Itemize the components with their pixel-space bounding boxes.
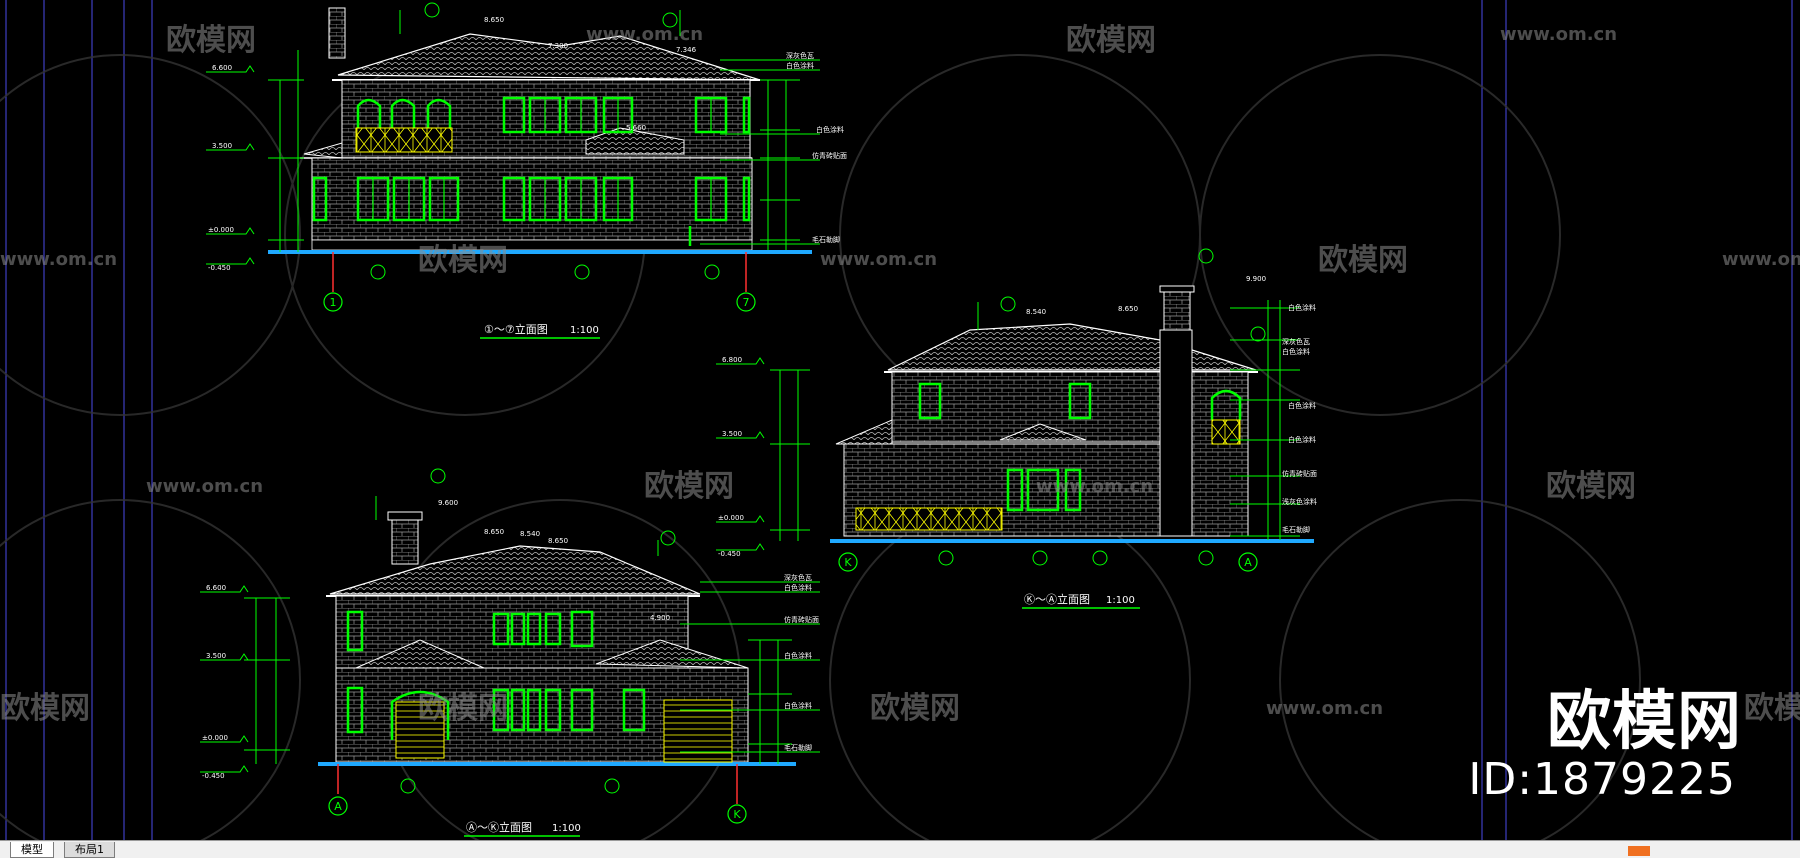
svg-text:±0.000: ±0.000 — [202, 734, 228, 742]
svg-text:K: K — [733, 808, 741, 821]
svg-text:www.om.cn: www.om.cn — [586, 24, 703, 45]
margin-lines — [5, 0, 1793, 840]
svg-text:深灰色瓦: 深灰色瓦 — [1282, 337, 1310, 346]
layout-tab-bar: 模型 布局1 — [0, 840, 1800, 858]
svg-text:欧模网: 欧模网 — [1744, 691, 1800, 726]
svg-text:9.900: 9.900 — [1246, 275, 1266, 283]
svg-text:9.600: 9.600 — [438, 499, 458, 507]
svg-text:深灰色瓦: 深灰色瓦 — [786, 51, 814, 60]
svg-text:±0.000: ±0.000 — [208, 226, 234, 234]
svg-text:欧模网: 欧模网 — [870, 691, 960, 726]
svg-text:白色涂料: 白色涂料 — [784, 701, 812, 710]
svg-text:8.540: 8.540 — [1026, 308, 1046, 316]
svg-text:欧模网: 欧模网 — [418, 243, 508, 278]
status-mark — [1628, 846, 1650, 856]
scale-text: 1:100 — [570, 325, 599, 336]
svg-text:欧模网: 欧模网 — [644, 469, 734, 504]
svg-text:7: 7 — [743, 296, 750, 309]
svg-text:白色涂料: 白色涂料 — [1288, 303, 1316, 312]
svg-text:欧模网: 欧模网 — [1546, 469, 1636, 504]
svg-text:欧模网: 欧模网 — [0, 691, 90, 726]
svg-text:±0.000: ±0.000 — [718, 514, 744, 522]
svg-text:毛石勒脚: 毛石勒脚 — [1282, 525, 1310, 534]
svg-text:-0.450: -0.450 — [718, 550, 741, 558]
title-text: Ⓐ～Ⓚ立面图 — [466, 820, 532, 834]
svg-text:白色涂料: 白色涂料 — [1288, 435, 1316, 444]
elevation-a-k[interactable] — [200, 468, 820, 824]
elevation-1-7[interactable] — [206, 2, 820, 312]
svg-text:7.346: 7.346 — [676, 46, 697, 54]
svg-text:www.om.cn: www.om.cn — [1500, 24, 1617, 45]
svg-text:www.om.cn: www.om.cn — [146, 476, 263, 497]
svg-text:白色涂料: 白色涂料 — [1282, 347, 1310, 356]
scale-text: 1:100 — [1106, 595, 1135, 606]
title-k-a: Ⓚ～Ⓐ立面图 1:100 — [1022, 592, 1140, 609]
title-text: Ⓚ～Ⓐ立面图 — [1024, 592, 1090, 606]
svg-text:www.om.cn: www.om.cn — [1722, 249, 1800, 270]
watermarks: 欧模网 欧模网 欧模网 欧模网 欧模网 欧模网 欧模网 欧模网 欧模网 欧模网 … — [0, 23, 1800, 726]
svg-text:仿青砖贴面: 仿青砖贴面 — [784, 615, 819, 624]
svg-text:毛石勒脚: 毛石勒脚 — [812, 235, 840, 244]
svg-text:4.900: 4.900 — [650, 614, 670, 622]
svg-text:白色涂料: 白色涂料 — [816, 125, 844, 134]
svg-text:欧模网: 欧模网 — [418, 691, 508, 726]
axis-labels: 1 7 K A A K — [330, 296, 1253, 821]
watermark-circles — [0, 54, 1641, 858]
svg-text:欧模网: 欧模网 — [166, 23, 256, 58]
svg-text:仿青砖贴面: 仿青砖贴面 — [1282, 469, 1317, 478]
svg-text:www.om.cn: www.om.cn — [0, 249, 117, 270]
svg-text:6.600: 6.600 — [206, 584, 226, 592]
svg-text:5.660: 5.660 — [626, 124, 646, 132]
svg-text:1: 1 — [330, 296, 337, 309]
title-1-7: ①～⑦立面图 1:100 — [480, 322, 600, 339]
svg-text:8.650: 8.650 — [484, 528, 504, 536]
watermark-id: ID:1879225 — [1468, 754, 1736, 805]
svg-text:K: K — [844, 556, 852, 569]
svg-text:A: A — [334, 800, 342, 813]
svg-text:-0.450: -0.450 — [208, 264, 231, 272]
svg-text:毛石勒脚: 毛石勒脚 — [784, 743, 812, 752]
svg-text:www.om.cn: www.om.cn — [1036, 476, 1153, 497]
title-a-k: Ⓐ～Ⓚ立面图 1:100 — [464, 820, 581, 837]
svg-text:7.300: 7.300 — [548, 42, 568, 50]
svg-text:8.650: 8.650 — [1118, 305, 1138, 313]
svg-text:白色涂料: 白色涂料 — [784, 583, 812, 592]
watermark-brand: 欧模网 欧模网 欧模网 欧模网 欧模网 欧模网 欧模网 欧模网 欧模网 欧模网 — [0, 23, 1800, 726]
svg-text:6.600: 6.600 — [212, 64, 232, 72]
svg-text:浅灰色涂料: 浅灰色涂料 — [1282, 497, 1317, 506]
svg-text:8.650: 8.650 — [484, 16, 504, 24]
top-level-labels: 8.650 7.300 7.346 5.660 9.900 8.540 8.65… — [438, 16, 1266, 622]
elevation-k-a[interactable] — [716, 248, 1314, 572]
svg-text:欧模网: 欧模网 — [1318, 243, 1408, 278]
svg-text:www.om.cn: www.om.cn — [1266, 698, 1383, 719]
svg-text:深灰色瓦: 深灰色瓦 — [784, 573, 812, 582]
tab-model[interactable]: 模型 — [10, 842, 54, 858]
level-labels: 6.600 3.500 ±0.000 -0.450 6.800 3.500 ±0… — [202, 64, 744, 780]
svg-text:白色涂料: 白色涂料 — [784, 651, 812, 660]
scale-text: 1:100 — [552, 823, 581, 834]
svg-text:3.500: 3.500 — [212, 142, 232, 150]
svg-text:白色涂料: 白色涂料 — [1288, 401, 1316, 410]
material-notes: 深灰色瓦 白色涂料 白色涂料 仿青砖贴面 毛石勒脚 白色涂料 深灰色瓦 白色涂料… — [784, 51, 1317, 752]
svg-text:www.om.cn: www.om.cn — [820, 249, 937, 270]
svg-text:3.500: 3.500 — [206, 652, 226, 660]
drawing-titles: ①～⑦立面图 1:100 Ⓚ～Ⓐ立面图 1:100 Ⓐ～Ⓚ立面图 1:100 — [464, 322, 1140, 837]
svg-text:6.800: 6.800 — [722, 356, 742, 364]
title-text: ①～⑦立面图 — [484, 322, 548, 336]
svg-text:仿青砖贴面: 仿青砖贴面 — [812, 151, 847, 160]
watermark-url: www.om.cn www.om.cn www.om.cn www.om.cn … — [0, 24, 1800, 719]
watermark-logo: 欧模网 — [1547, 685, 1742, 759]
svg-text:欧模网: 欧模网 — [1066, 23, 1156, 58]
svg-text:8.650: 8.650 — [548, 537, 568, 545]
tab-layout1[interactable]: 布局1 — [64, 842, 115, 858]
svg-text:3.500: 3.500 — [722, 430, 742, 438]
svg-text:白色涂料: 白色涂料 — [786, 61, 814, 70]
svg-text:A: A — [1244, 556, 1252, 569]
svg-text:8.540: 8.540 — [520, 530, 540, 538]
svg-text:-0.450: -0.450 — [202, 772, 225, 780]
